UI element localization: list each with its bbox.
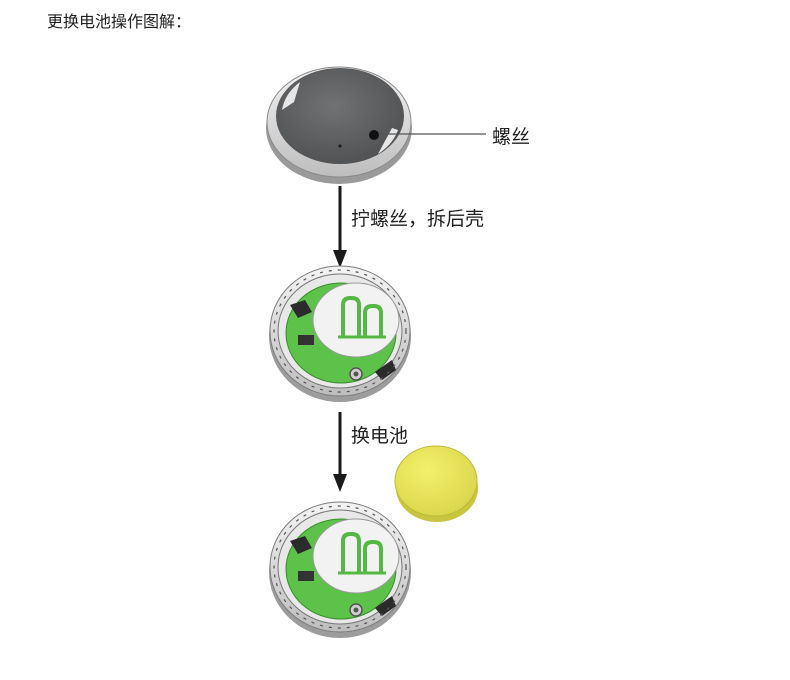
- closed-device: [266, 66, 412, 184]
- step2-label: 换电池: [351, 425, 409, 447]
- coin-battery: [394, 445, 478, 522]
- battery-holder-empty: [312, 518, 400, 594]
- step1-label: 拧螺丝，拆后壳: [351, 208, 485, 230]
- arrow-step1: [333, 186, 347, 268]
- page-title: 更换电池操作图解：: [47, 12, 192, 31]
- screw-label: 螺丝: [492, 126, 531, 148]
- battery-holder: [312, 282, 400, 358]
- screw-hole-icon: [369, 130, 379, 140]
- arrow-step2: [333, 412, 347, 492]
- replaced-device: [269, 501, 411, 638]
- opened-device: [269, 265, 411, 402]
